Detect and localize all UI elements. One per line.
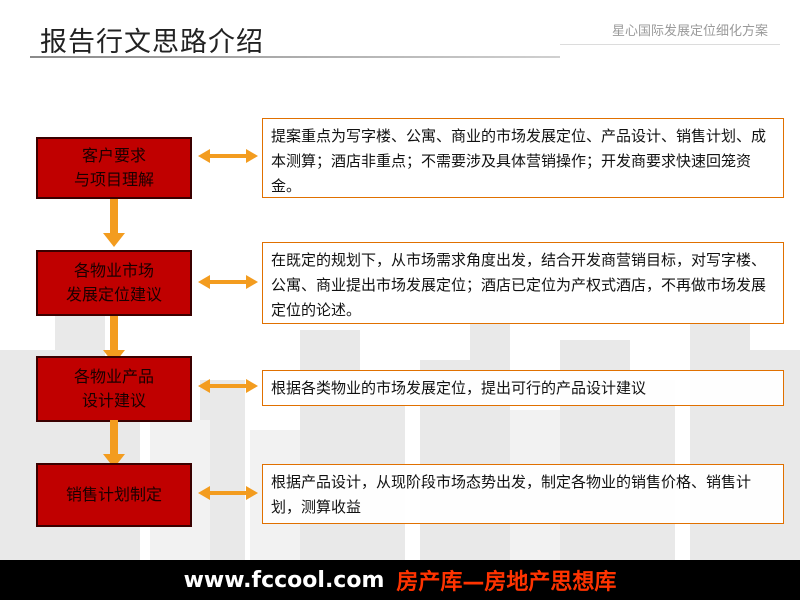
- footer-site-url[interactable]: www.fccool.com: [183, 567, 385, 593]
- double-arrow-icon: [198, 275, 258, 289]
- step-box-product-design: 各物业产品 设计建议: [36, 356, 192, 422]
- double-arrow-icon: [198, 149, 258, 163]
- step-description-product-design: 根据各类物业的市场发展定位，提出可行的产品设计建议: [262, 370, 784, 406]
- footer-brand: 房产库—房地产思想库: [396, 570, 617, 595]
- down-arrow-icon: [103, 199, 125, 247]
- page-title: 报告行文思路介绍: [40, 27, 264, 58]
- double-arrow-icon: [198, 379, 258, 393]
- step-box-market-positioning: 各物业市场 发展定位建议: [36, 250, 192, 316]
- down-arrow-icon: [103, 316, 125, 364]
- step-description-client-requirements: 提案重点为写字楼、公寓、商业的市场发展定位、产品设计、销售计划、成本测算；酒店非…: [262, 118, 784, 198]
- step-box-client-requirements: 客户要求 与项目理解: [36, 137, 192, 199]
- title-divider: [30, 56, 560, 58]
- step-box-sales-plan: 销售计划制定: [36, 463, 192, 527]
- step-description-market-positioning: 在既定的规划下，从市场需求角度出发，结合开发商营销目标，对写字楼、公寓、商业提出…: [262, 242, 784, 324]
- page-subtitle: 星心国际发展定位细化方案: [611, 24, 768, 39]
- footer-banner: www.fccool.com 房产库—房地产思想库: [0, 560, 800, 600]
- double-arrow-icon: [198, 486, 258, 500]
- down-arrow-icon: [103, 420, 125, 468]
- subtitle-divider: [560, 44, 780, 45]
- step-description-sales-plan: 根据产品设计，从现阶段市场态势出发，制定各物业的销售价格、销售计划，测算收益: [262, 464, 784, 524]
